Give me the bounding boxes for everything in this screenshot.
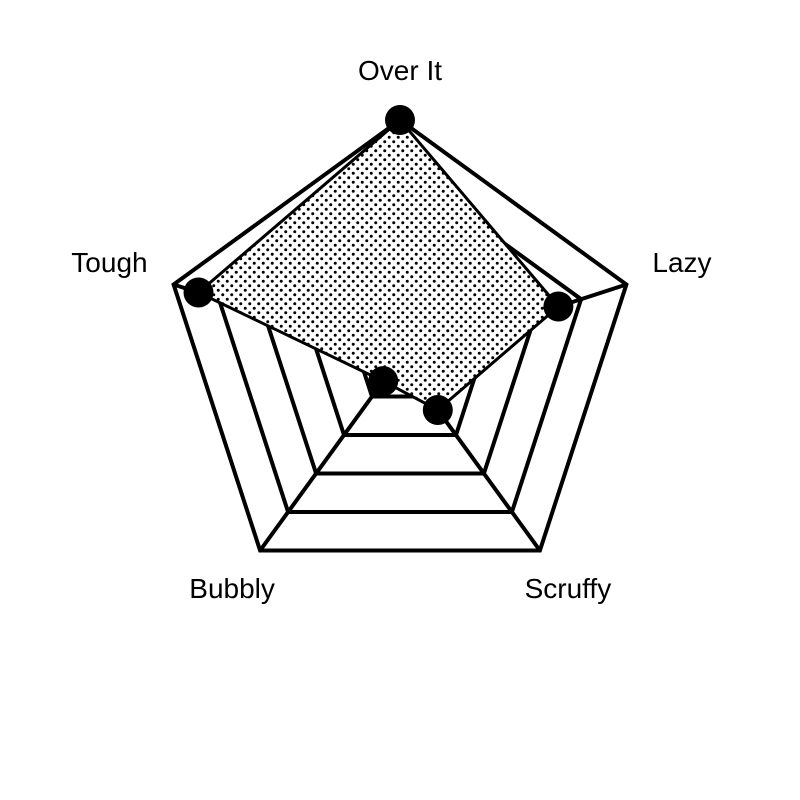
grid-ring-5	[171, 117, 629, 553]
data-point-2	[543, 291, 574, 322]
data-point-5	[183, 277, 214, 308]
data-area	[195, 117, 561, 412]
axis-label-tough: Tough	[71, 247, 147, 278]
data-layer	[183, 105, 574, 425]
axis-label-bubbly: Bubbly	[189, 573, 275, 604]
data-point-1	[385, 105, 415, 135]
data-point-3	[422, 395, 453, 425]
axis-label-scruffy: Scruffy	[525, 573, 612, 604]
data-point-4	[368, 366, 399, 397]
axis-label-over-it: Over It	[358, 55, 442, 86]
axis-label-lazy: Lazy	[652, 247, 711, 278]
